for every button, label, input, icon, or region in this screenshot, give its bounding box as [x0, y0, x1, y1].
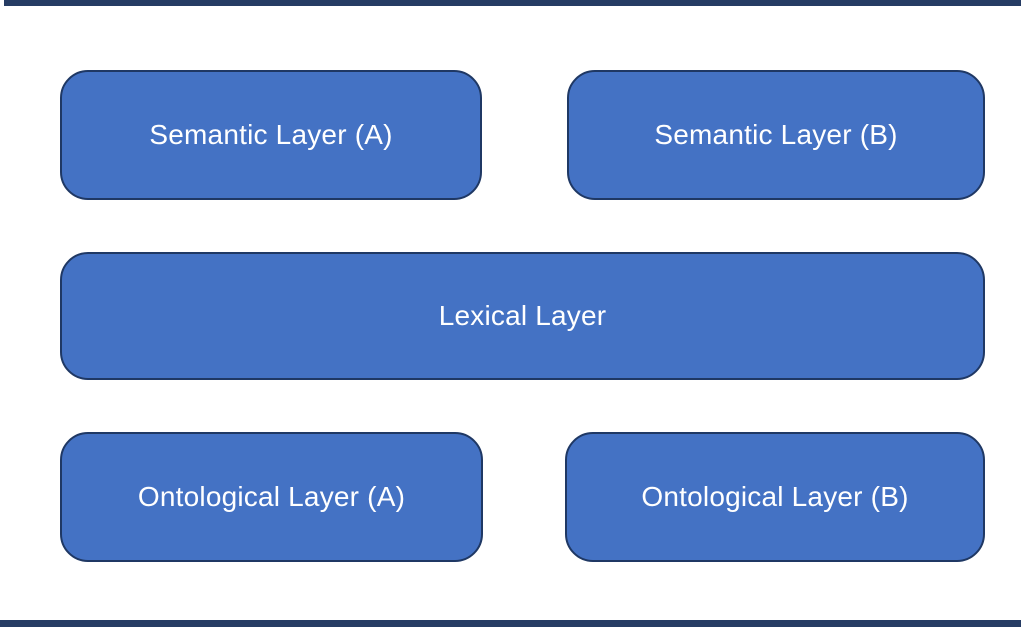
- box-ontological-layer-b: Ontological Layer (B): [565, 432, 985, 562]
- box-label-ontological-layer-b: Ontological Layer (B): [641, 481, 909, 512]
- top-rule-bar: [4, 0, 1021, 6]
- box-label-semantic-layer-b: Semantic Layer (B): [654, 119, 898, 150]
- box-semantic-layer-b: Semantic Layer (B): [567, 70, 985, 200]
- box-lexical-layer: Lexical Layer: [60, 252, 985, 380]
- box-label-semantic-layer-a: Semantic Layer (A): [149, 119, 393, 150]
- box-label-ontological-layer-a: Ontological Layer (A): [137, 481, 406, 512]
- box-semantic-layer-a: Semantic Layer (A): [60, 70, 482, 200]
- bottom-rule-bar: [0, 620, 1021, 627]
- box-ontological-layer-a: Ontological Layer (A): [60, 432, 483, 562]
- box-label-lexical-layer: Lexical Layer: [438, 300, 607, 331]
